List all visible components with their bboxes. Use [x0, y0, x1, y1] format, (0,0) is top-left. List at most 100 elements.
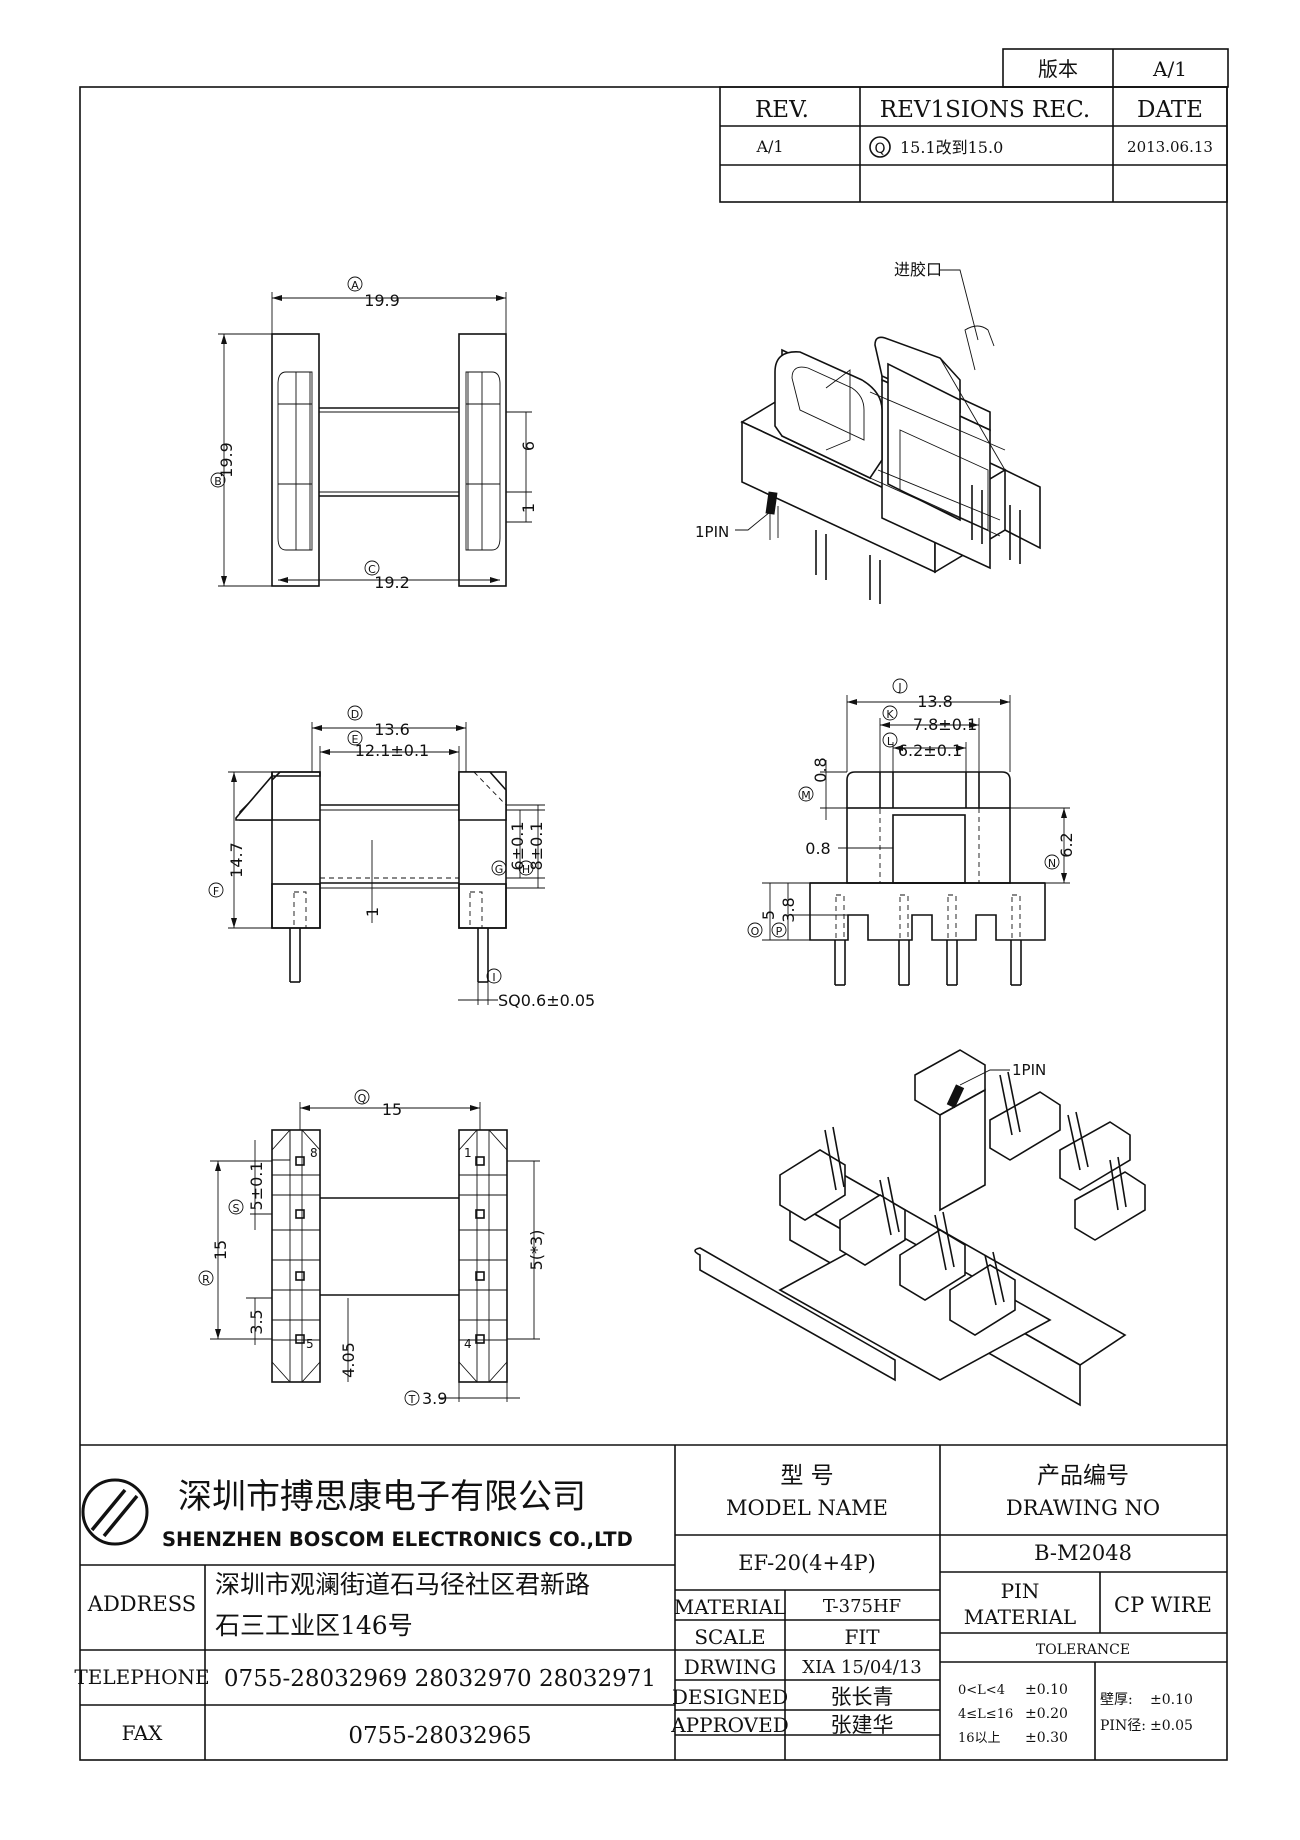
version-value: A/1	[1152, 57, 1187, 81]
tol-range-3: 16以上	[958, 1731, 1001, 1746]
gate-callout: 进胶口	[894, 260, 942, 279]
dim-m-label: M	[801, 789, 811, 802]
dim-405-value: 4.05	[339, 1342, 358, 1378]
wall-value: ±0.10	[1150, 1692, 1193, 1708]
revision-badge-letter: Q	[874, 141, 885, 157]
pin-number-4: 4	[464, 1337, 472, 1351]
dim-1-value: 1	[519, 503, 538, 513]
dim-r-label: R	[202, 1273, 210, 1286]
dim-a-value: 19.9	[364, 291, 400, 310]
dim-l-label: L	[887, 735, 894, 748]
drawing-no-value: B-M2048	[1034, 1541, 1132, 1565]
pin-material-label-2: MATERIAL	[964, 1605, 1076, 1629]
pin1-marker-bottom	[946, 1084, 965, 1109]
dim-q-label: Q	[358, 1092, 367, 1105]
company-name-cn: 深圳市搏思康电子有限公司	[178, 1477, 586, 1517]
model-name-cn: 型 号	[780, 1463, 833, 1489]
address-label: ADDRESS	[87, 1592, 196, 1616]
pin-material-label-1: PIN	[1001, 1579, 1040, 1603]
drwing-label: DRWING	[684, 1655, 777, 1679]
side-view: 13.8 J 7.8±0.1 K 6.2±0.1 L 0.8 M 0.8 6.	[747, 678, 1076, 986]
dim-g-value: 6±0.1	[508, 821, 527, 870]
model-name-en: MODEL NAME	[726, 1496, 888, 1520]
dim-i-label: I	[492, 971, 495, 984]
dim-5x3-value: 5(*3)	[527, 1230, 546, 1271]
pin-number-5: 5	[306, 1337, 314, 1351]
dim-35-value: 3.5	[247, 1309, 266, 1334]
dim-s-value: 5±0.1	[247, 1161, 266, 1210]
dim-t-value: 3.9	[422, 1389, 447, 1408]
dim-j-value: 13.8	[917, 692, 953, 711]
model-value: EF-20(4+4P)	[738, 1551, 876, 1575]
rev-header: REV.	[755, 97, 809, 123]
revision-date: 2013.06.13	[1127, 138, 1213, 156]
dim-h-label: H	[522, 863, 530, 876]
dim-e-value: 12.1±0.1	[355, 741, 429, 760]
dim-k-label: K	[886, 708, 894, 721]
material-value: T-375HF	[823, 1596, 901, 1617]
address-line1: 深圳市观澜街道石马径社区君新路	[215, 1570, 590, 1599]
dim-c-value: 19.2	[374, 573, 410, 592]
dim-j-label: J	[897, 681, 901, 694]
telephone-label: TELEPHONE	[74, 1665, 209, 1689]
pin1-callout-top: 1PIN	[695, 523, 729, 541]
designed-value: 张长青	[831, 1685, 894, 1709]
dim-08b-value: 0.8	[805, 839, 830, 858]
pin1-callout-bottom: 1PIN	[1012, 1061, 1046, 1079]
tol-range-1: 0<L<4	[958, 1683, 1005, 1698]
dim-q-value: 15	[382, 1100, 402, 1119]
pin1-marker-top	[765, 491, 778, 515]
isometric-view-bottom: 1PIN	[694, 1049, 1146, 1407]
address-line2: 石三工业区146号	[215, 1611, 413, 1640]
isometric-view-top: 1PIN 进胶口	[695, 260, 1041, 604]
pin-material-value: CP WIRE	[1114, 1593, 1212, 1617]
dim-b-label: B	[214, 475, 222, 488]
rev-value: A/1	[755, 137, 783, 156]
dim-g-label: G	[495, 863, 504, 876]
tol-value-1: ±0.10	[1025, 1682, 1068, 1698]
dim-n-label: N	[1048, 857, 1056, 870]
top-view: 19.9 A 19.9 B 19.2 C 6 1	[210, 276, 538, 592]
drawing-no-cn: 产品编号	[1037, 1463, 1129, 1489]
drwing-value: XIA 15/04/13	[802, 1657, 922, 1678]
dim-e-label: E	[352, 733, 359, 746]
pin-dia-value: ±0.05	[1150, 1718, 1193, 1734]
pin-dia-label: PIN径:	[1100, 1718, 1146, 1734]
designed-label: DESIGNED	[672, 1685, 788, 1709]
material-label: MATERIAL	[674, 1595, 786, 1619]
dim-l-value: 6.2±0.1	[898, 741, 962, 760]
dim-o-value: 5	[759, 910, 778, 920]
revision-text: 15.1改到15.0	[900, 138, 1003, 157]
version-box: 版本 A/1	[1002, 48, 1229, 88]
dim-f-value: 14.7	[227, 842, 246, 878]
front-view: 13.6 D 12.1±0.1 E 14.7 F 6±0.1 8±0.1 G H	[208, 705, 595, 1010]
fax-value: 0755-28032965	[348, 1723, 531, 1749]
scale-value: FIT	[844, 1625, 880, 1649]
dim-o-label: O	[751, 925, 760, 938]
dim-h-value: 8±0.1	[527, 821, 546, 870]
dim-b-value: 19.9	[217, 442, 236, 478]
dim-s-label: S	[233, 1202, 240, 1215]
approved-label: APPROVED	[670, 1713, 789, 1737]
revisions-header: REV1SIONS REC.	[880, 97, 1090, 123]
dim-k-value: 7.8±0.1	[913, 715, 977, 734]
wall-label: 壁厚:	[1100, 1692, 1133, 1708]
title-block: 深圳市搏思康电子有限公司 SHENZHEN BOSCOM ELECTRONICS…	[74, 1444, 1227, 1760]
sheet-border	[79, 86, 1228, 1761]
dim-6-value: 6	[519, 441, 538, 451]
pin-number-8: 8	[310, 1146, 318, 1160]
dim-m-value: 0.8	[811, 757, 830, 782]
date-header: DATE	[1137, 97, 1203, 123]
drawing-no-en: DRAWING NO	[1006, 1496, 1160, 1520]
tol-range-2: 4≤L≤16	[958, 1707, 1013, 1722]
dim-p-value: 3.8	[779, 897, 798, 922]
dim-f-label: F	[213, 885, 219, 898]
dim-c-label: C	[368, 563, 376, 576]
telephone-value: 0755-28032969 28032970 28032971	[224, 1666, 656, 1692]
fax-label: FAX	[122, 1721, 164, 1745]
dim-r-value: 15	[211, 1240, 230, 1260]
tol-value-2: ±0.20	[1025, 1706, 1068, 1722]
dim-d-label: D	[351, 708, 359, 721]
dim-a-label: A	[351, 279, 359, 292]
